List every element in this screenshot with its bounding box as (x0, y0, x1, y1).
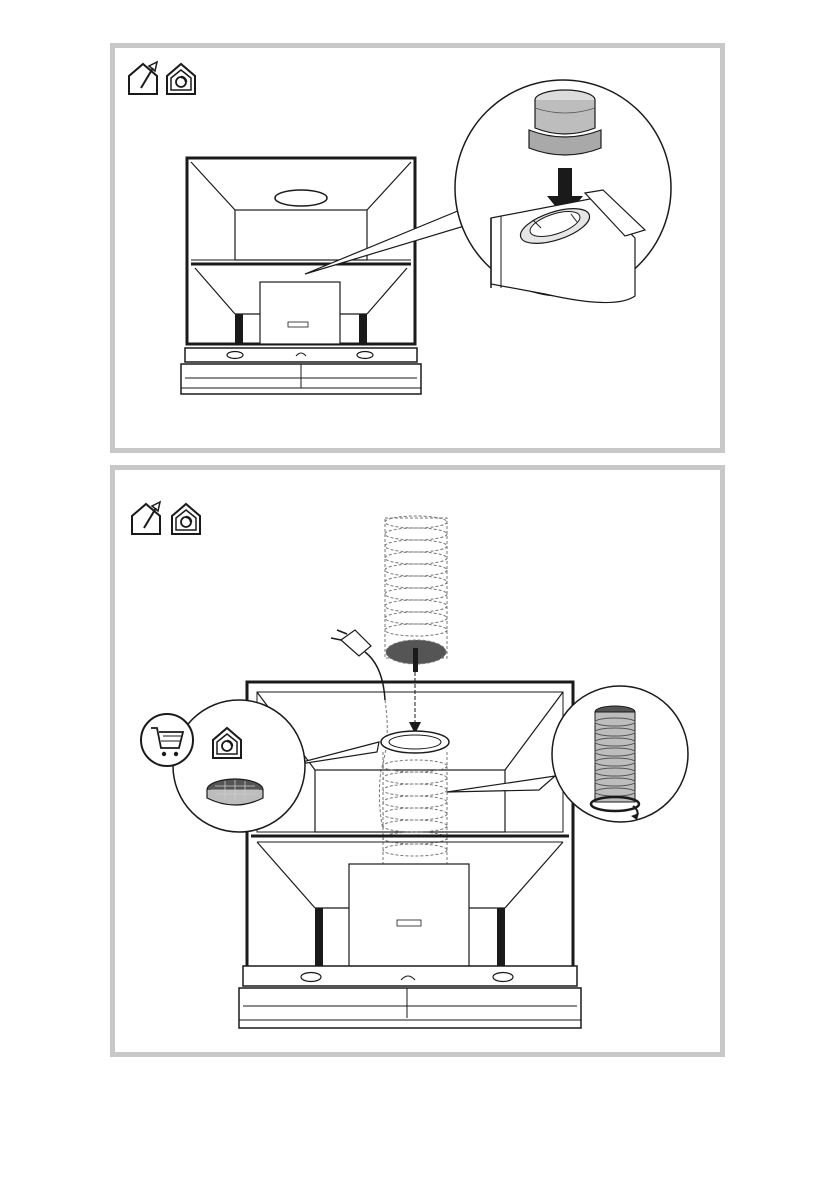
detail-callout-carbon-filter (141, 700, 305, 832)
carbon-filter-icon (207, 779, 263, 805)
recirculation-house-icon (167, 64, 195, 94)
duct-adapter-collar (529, 90, 601, 155)
duct-outlet-opening (275, 190, 327, 206)
flexible-duct (385, 516, 447, 664)
hood-cabinet (181, 158, 421, 394)
ducted-extraction-house-icon (132, 502, 160, 534)
step-panel-connect-duct (110, 465, 725, 1057)
step-panel-fit-adapter (110, 43, 725, 453)
ducted-extraction-house-icon (129, 62, 157, 94)
motor-housing (260, 282, 340, 344)
recirculation-house-icon (172, 504, 200, 534)
detail-callout-duct-clamp (552, 686, 688, 822)
duct-outlet-opening (381, 731, 449, 753)
adapter-installation-diagram (115, 48, 720, 448)
shopping-cart-icon (141, 714, 193, 766)
detail-callout-adapter (455, 80, 671, 303)
duct-connection-diagram (115, 470, 720, 1052)
motor-housing (349, 864, 469, 968)
power-plug-icon (331, 630, 387, 830)
